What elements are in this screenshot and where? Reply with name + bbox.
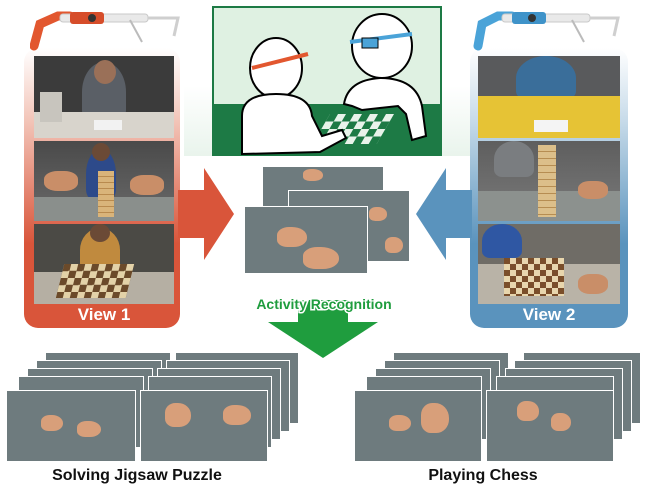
glasses-blue-icon xyxy=(473,11,620,51)
center-scene-illustration xyxy=(212,6,442,156)
glasses-orange-icon xyxy=(30,11,180,51)
view2-photo-jenga xyxy=(478,141,620,221)
view1-photo-jenga xyxy=(34,141,174,221)
view2-label: View 2 xyxy=(522,305,576,324)
center-frame-front xyxy=(244,206,368,274)
caption-jigsaw: Solving Jigsaw Puzzle xyxy=(52,467,222,484)
view1-label: View 1 xyxy=(77,305,131,324)
recognition-arrow xyxy=(268,300,378,358)
jigsaw-frame-1 xyxy=(6,390,136,462)
recognition-label: Activity Recognition xyxy=(255,295,393,314)
view2-arrow xyxy=(416,168,472,260)
view1-photo-chess xyxy=(34,224,174,304)
caption-chess: Playing Chess xyxy=(428,467,538,484)
view1-arrow xyxy=(178,168,234,260)
view2-photo-cards xyxy=(478,56,620,138)
view2-photo-chess xyxy=(478,224,620,304)
chess-frame-2 xyxy=(486,390,614,462)
chess-frame-1 xyxy=(354,390,482,462)
view1-photo-cards xyxy=(34,56,174,138)
jigsaw-frame-2 xyxy=(140,390,268,462)
